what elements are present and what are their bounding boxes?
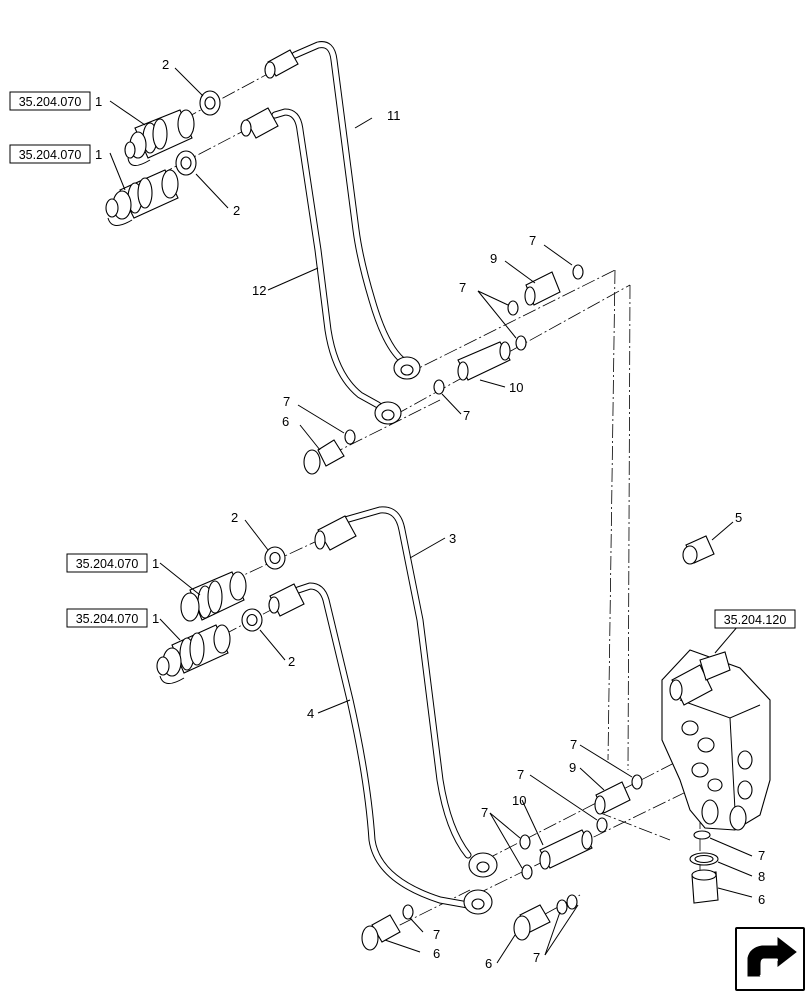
coupler-lower-1b	[156, 624, 231, 684]
ref-box-coupler-2[interactable]: 35.204.070	[9, 144, 91, 164]
callout-10: 10	[509, 380, 523, 395]
callout-7: 7	[517, 767, 524, 782]
callout-9: 9	[490, 251, 497, 266]
coupler-upper-1b	[105, 169, 179, 226]
callout-7: 7	[463, 408, 470, 423]
callout-2: 2	[233, 203, 240, 218]
callout-7: 7	[533, 950, 540, 965]
coupler-lower-1	[180, 571, 247, 622]
svg-text:35.204.120: 35.204.120	[724, 613, 787, 627]
callout-11: 11	[387, 108, 401, 123]
control-valve	[661, 649, 771, 831]
svg-text:35.204.070: 35.204.070	[19, 95, 82, 109]
ref-box-valve[interactable]: 35.204.120	[714, 609, 796, 629]
callout-2: 2	[231, 510, 238, 525]
callout-7: 7	[570, 737, 577, 752]
callout-7: 7	[481, 805, 488, 820]
lower-fittings	[361, 774, 719, 951]
tube-upper-11	[264, 41, 421, 380]
callout-6: 6	[485, 956, 492, 971]
ref-box-coupler-4[interactable]: 35.204.070	[66, 608, 148, 628]
callout-1: 1	[95, 147, 102, 162]
svg-text:35.204.070: 35.204.070	[76, 557, 139, 571]
nut-upper	[175, 90, 221, 176]
callouts: 1 1 1 1 2 2 2 2 3 4 5 6 6 6 6 7 7 7 7 7 …	[95, 57, 765, 971]
nut-lower	[241, 546, 286, 632]
callout-12: 12	[252, 283, 266, 298]
callout-6: 6	[758, 892, 765, 907]
callout-7: 7	[433, 927, 440, 942]
fitting-5	[682, 535, 715, 565]
callout-1: 1	[95, 94, 102, 109]
callout-7: 7	[529, 233, 536, 248]
callout-8: 8	[758, 869, 765, 884]
ref-box-coupler-3[interactable]: 35.204.070	[66, 553, 148, 573]
callout-4: 4	[307, 706, 314, 721]
callout-10: 10	[512, 793, 526, 808]
svg-text:35.204.070: 35.204.070	[76, 612, 139, 626]
tube-lower-3	[314, 506, 498, 878]
callout-3: 3	[449, 531, 456, 546]
forward-arrow-icon[interactable]	[735, 927, 805, 991]
callout-1: 1	[152, 556, 159, 571]
callout-7: 7	[283, 394, 290, 409]
callout-7: 7	[758, 848, 765, 863]
callout-1: 1	[152, 611, 159, 626]
callout-2: 2	[288, 654, 295, 669]
ref-box-coupler-1[interactable]: 35.204.070	[9, 91, 91, 111]
coupler-upper-1	[124, 109, 195, 166]
tube-lower-4	[268, 582, 493, 915]
leader-lines	[109, 67, 753, 964]
callout-9: 9	[569, 760, 576, 775]
callout-5: 5	[735, 510, 742, 525]
callout-6: 6	[433, 946, 440, 961]
upper-fittings	[303, 264, 584, 475]
callout-7: 7	[459, 280, 466, 295]
tube-upper-12	[240, 107, 402, 425]
callout-6: 6	[282, 414, 289, 429]
svg-text:35.204.070: 35.204.070	[19, 148, 82, 162]
callout-2: 2	[162, 57, 169, 72]
